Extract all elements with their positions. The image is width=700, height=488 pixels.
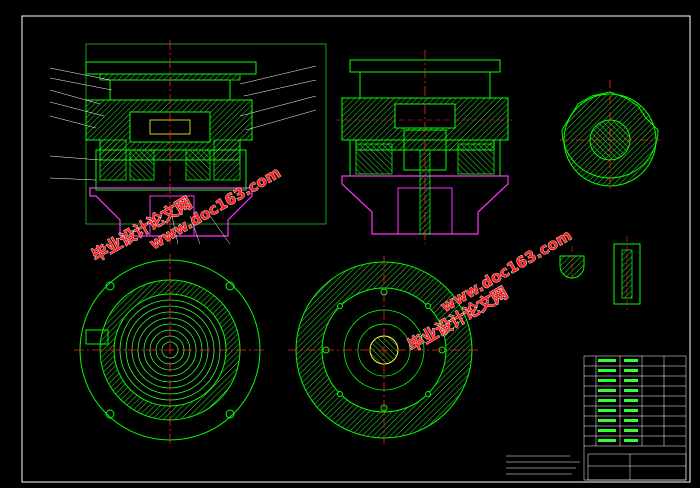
drawing-frame [21,15,691,483]
title-block [583,355,687,481]
small-detail-view [559,236,641,310]
technical-notes [506,455,580,475]
title-block-entries [598,359,638,442]
detail-circle-view [560,80,660,192]
main-section-view [49,40,327,245]
plan-view-center [288,256,480,444]
watermark-url-text: www.doc163.com [438,226,575,316]
secondary-section-view [336,50,514,244]
plan-view-left [74,254,266,446]
